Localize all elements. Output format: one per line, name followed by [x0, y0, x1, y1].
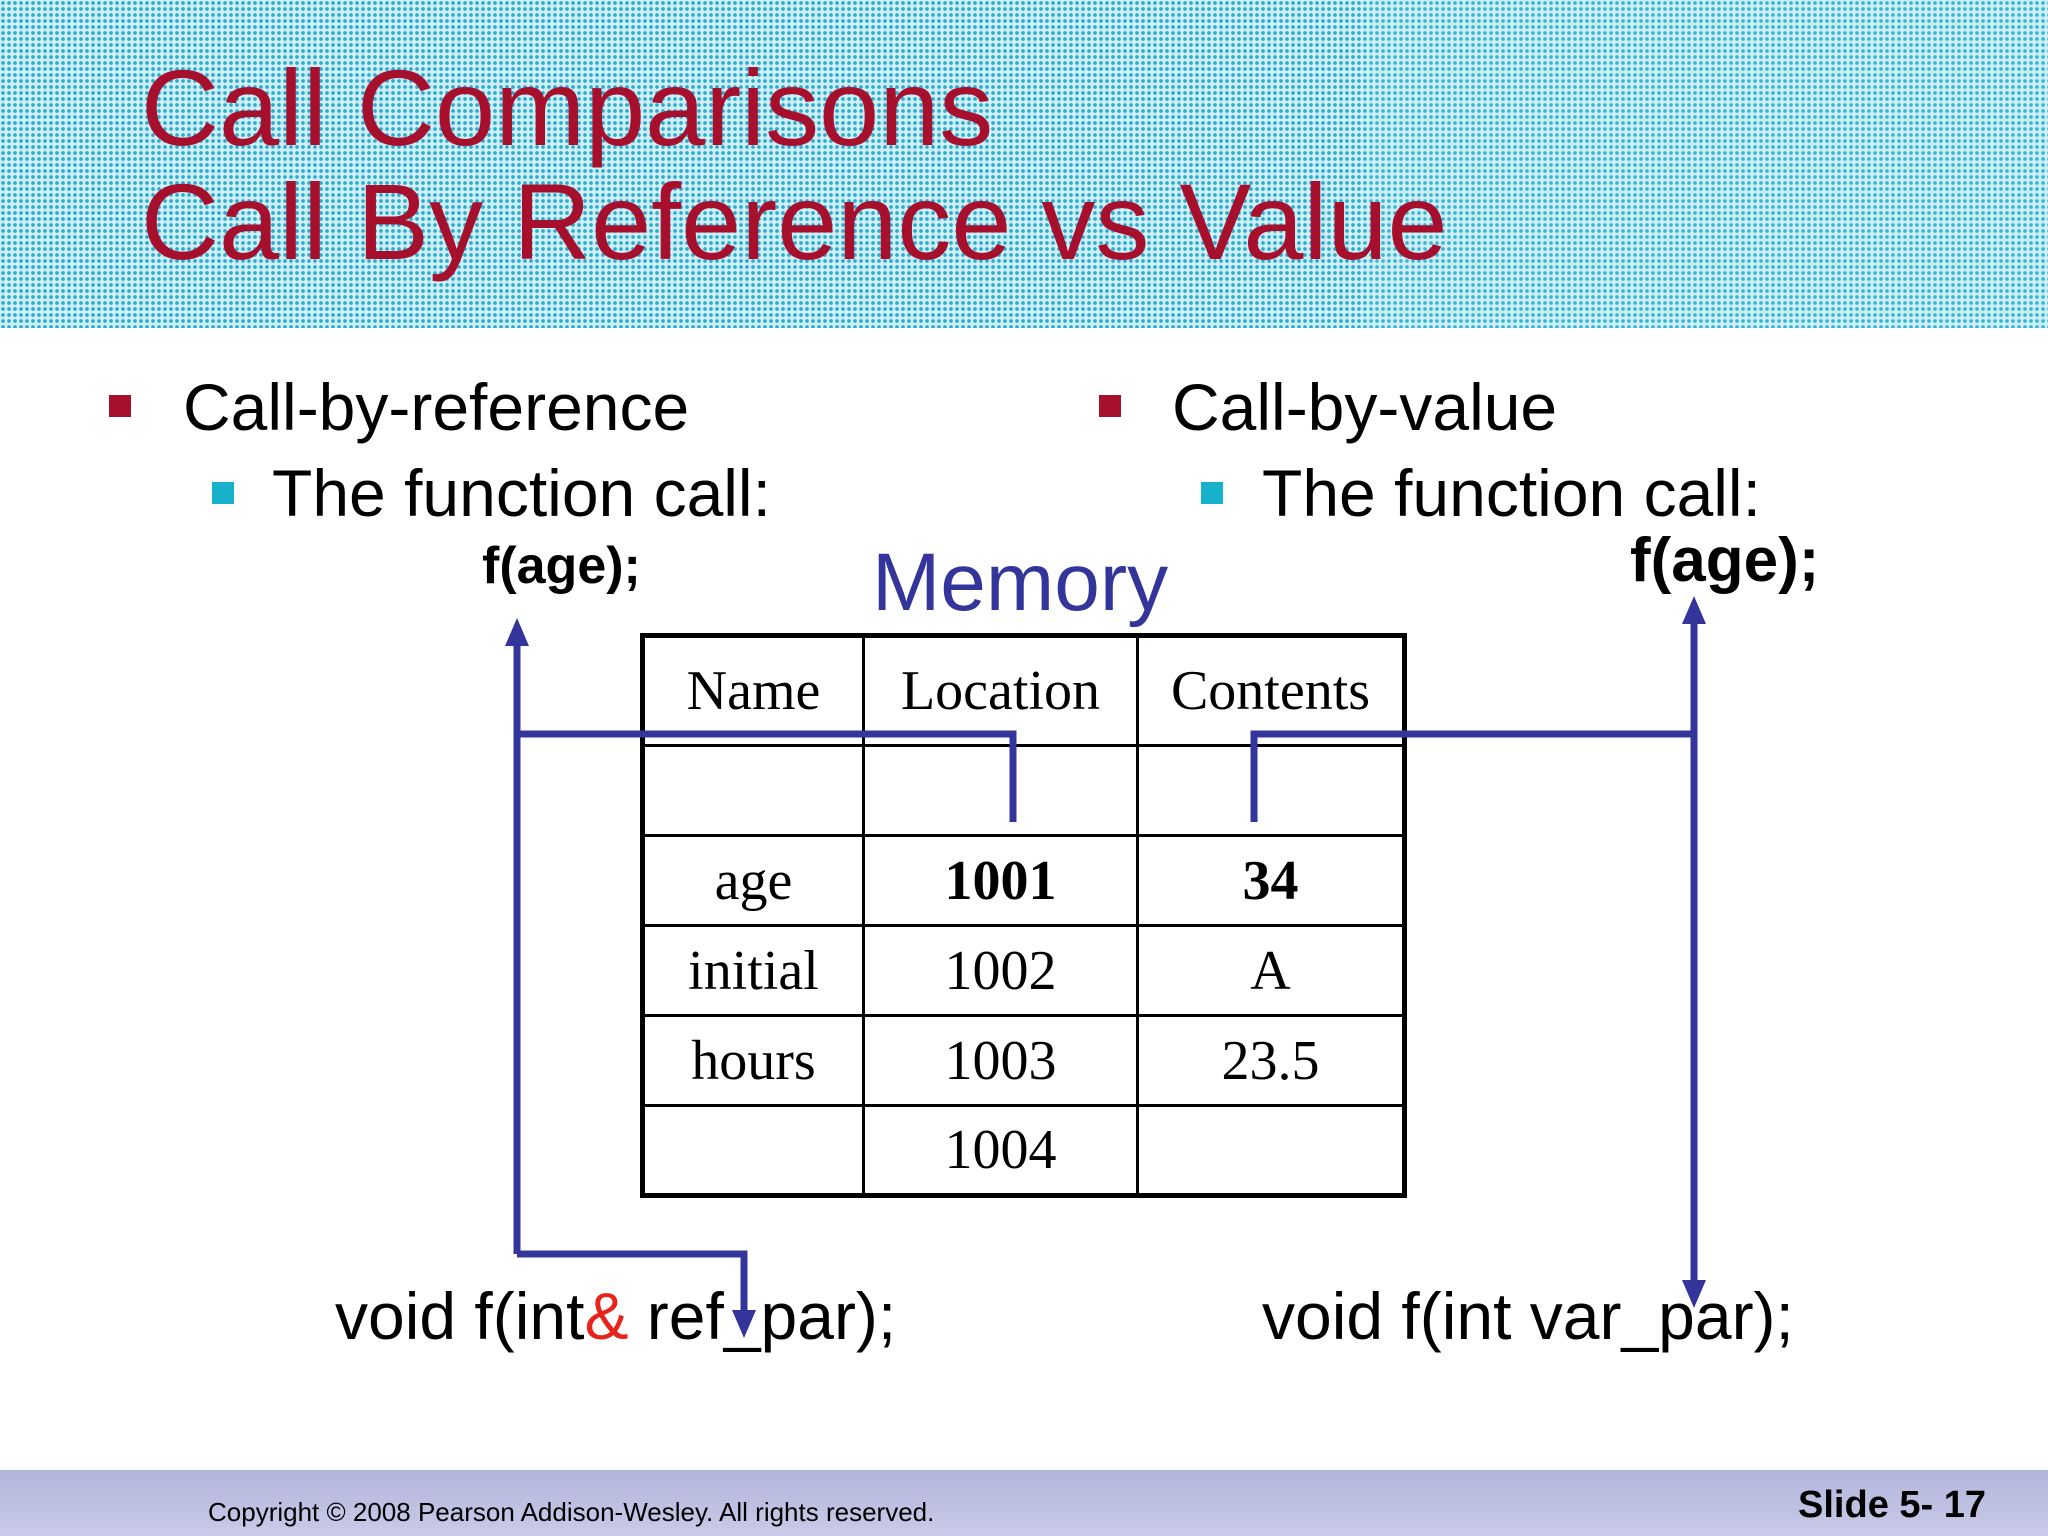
- slide-number: Slide 5- 17: [1798, 1484, 1986, 1526]
- table-cell: [862, 744, 1139, 837]
- sub-bullet-square-icon: [1201, 482, 1223, 504]
- arrow-down-head-icon: [1682, 1280, 1706, 1308]
- table-cell: initial: [641, 924, 865, 1017]
- signature-text: void f(int: [335, 1279, 585, 1353]
- signature-text: ref_par);: [628, 1279, 897, 1353]
- call-expression-left: f(age);: [482, 537, 641, 595]
- call-expression-right: f(age);: [1630, 526, 1820, 595]
- reference-arrow-path: [517, 730, 1017, 822]
- table-cell: [1136, 744, 1406, 837]
- value-signature: void f(int var_par);: [1262, 1279, 1794, 1353]
- table-cell: [641, 1104, 865, 1197]
- reference-arrow-down-path: [517, 1250, 748, 1318]
- memory-table: Name Location Contents age 1001 34 initi…: [640, 633, 1407, 1198]
- sub-bullet-function-call-left: The function call:: [272, 456, 771, 530]
- slide-title-line-2: Call By Reference vs Value: [141, 161, 1448, 282]
- arrow-up-head-icon: [1682, 596, 1706, 624]
- reference-signature: void f(int& ref_par);: [335, 1276, 896, 1356]
- title-banner: Call Comparisons Call By Reference vs Va…: [0, 0, 2048, 328]
- title-banner-texture: [0, 0, 1365, 328]
- table-cell: 1003: [862, 1014, 1139, 1107]
- table-cell: A: [1136, 924, 1406, 1017]
- header-name: Name: [641, 634, 865, 747]
- table-cell: 1004: [862, 1104, 1139, 1197]
- table-header-row: Name Location Contents: [641, 634, 1406, 747]
- table-cell: 34: [1136, 834, 1406, 927]
- table-row: hours 1003 23.5: [641, 1014, 1406, 1107]
- memory-label: Memory: [872, 537, 1169, 628]
- header-contents: Contents: [1136, 634, 1406, 747]
- header-location: Location: [862, 634, 1139, 747]
- ampersand-symbol: &: [584, 1279, 629, 1353]
- value-arrow-path: [1250, 730, 1694, 822]
- table-cell: age: [641, 834, 865, 927]
- table-row: 1004: [641, 1104, 1406, 1197]
- table-cell: 1001: [862, 834, 1139, 927]
- table-row: [641, 744, 1406, 837]
- sub-bullet-function-call-right: The function call:: [1262, 456, 1761, 530]
- copyright-text: Copyright © 2008 Pearson Addison-Wesley.…: [208, 1497, 935, 1527]
- bullet-square-icon: [1099, 395, 1121, 417]
- table-row: age 1001 34: [641, 834, 1406, 927]
- arrow-up-head-icon: [505, 618, 529, 646]
- table-cell: hours: [641, 1014, 865, 1107]
- bullet-call-by-reference: Call-by-reference: [183, 370, 690, 444]
- bullet-call-by-value: Call-by-value: [1172, 370, 1558, 444]
- table-row: initial 1002 A: [641, 924, 1406, 1017]
- bullet-square-icon: [109, 395, 131, 417]
- table-cell: 23.5: [1136, 1014, 1406, 1107]
- slide-title-line-1: Call Comparisons: [141, 47, 994, 168]
- arrow-down-head-icon: [732, 1310, 756, 1338]
- table-cell: [641, 744, 865, 837]
- table-cell: 1002: [862, 924, 1139, 1017]
- table-cell: [1136, 1104, 1406, 1197]
- footer-bar: [0, 1470, 2048, 1536]
- sub-bullet-square-icon: [212, 482, 234, 504]
